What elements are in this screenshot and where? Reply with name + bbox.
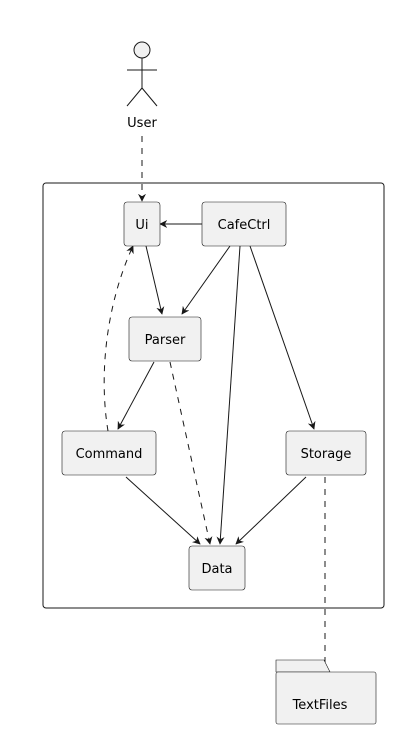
actor-left-leg: [126, 87, 143, 107]
component-cafectrl: CafeCtrl: [201, 201, 287, 247]
edge-ui-parser: [145, 245, 165, 315]
component-command-box: [61, 430, 157, 476]
folder-textfiles-tab: [275, 659, 331, 673]
edge-parser-command: [117, 361, 155, 430]
actor-user: User: [126, 41, 158, 131]
component-storage: Storage: [285, 430, 367, 476]
component-cafectrl-box: [201, 201, 287, 247]
component-data-box: [188, 545, 246, 591]
edge-parser-data: [169, 361, 213, 545]
component-cafectrl-label: CafeCtrl: [218, 218, 271, 233]
folder-textfiles-label: TextFiles: [292, 698, 348, 713]
component-data: Data: [188, 545, 246, 591]
actor-right-leg: [141, 87, 158, 107]
edge-cafectrl-data: [216, 245, 241, 545]
edge-storage-data: [235, 476, 307, 545]
system-boundary: [42, 182, 385, 609]
component-data-label: Data: [201, 562, 232, 577]
edge-cafectrl-storage: [249, 245, 316, 430]
edges: [103, 136, 329, 684]
component-ui: Ui: [123, 201, 161, 247]
actor-head: [133, 41, 151, 59]
component-storage-label: Storage: [301, 447, 352, 462]
folder-textfiles-box: [275, 671, 377, 725]
component-command-label: Command: [76, 447, 143, 462]
component-storage-box: [285, 430, 367, 476]
component-parser-box: [128, 316, 202, 362]
component-command: Command: [61, 430, 157, 476]
actor-label: User: [127, 116, 157, 131]
component-parser-label: Parser: [145, 333, 186, 348]
component-ui-label: Ui: [135, 218, 148, 233]
component-parser: Parser: [128, 316, 202, 362]
edge-command-data: [125, 476, 201, 545]
folder-textfiles: TextFiles: [275, 659, 377, 725]
component-ui-box: [123, 201, 161, 247]
edge-cafectrl-parser: [181, 245, 231, 315]
edge-command-ui: [103, 245, 134, 432]
